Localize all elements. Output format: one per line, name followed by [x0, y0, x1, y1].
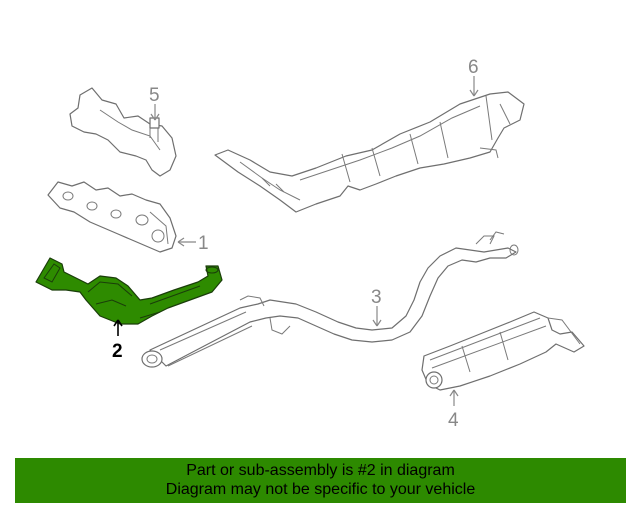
- svg-text:5: 5: [149, 85, 160, 106]
- part-5-heat-shield[interactable]: [69, 87, 177, 177]
- part-2-catalytic-converter[interactable]: [35, 257, 223, 325]
- svg-text:2: 2: [112, 341, 123, 362]
- banner-line-2: Diagram may not be specific to your vehi…: [165, 481, 476, 498]
- part-3-intermediate-pipe-resonator[interactable]: [141, 231, 519, 368]
- banner-line-1: Part or sub-assembly is #2 in diagram: [186, 462, 455, 479]
- svg-text:6: 6: [468, 57, 479, 78]
- callout-5: 5: [149, 85, 160, 121]
- info-banner: Part or sub-assembly is #2 in diagram Di…: [15, 458, 626, 503]
- part-1-exhaust-manifold[interactable]: [47, 181, 177, 253]
- callout-4: 4: [448, 389, 459, 431]
- callout-6: 6: [468, 57, 479, 97]
- svg-text:3: 3: [371, 287, 382, 308]
- part-4-muffler[interactable]: [421, 311, 585, 391]
- svg-text:4: 4: [448, 410, 459, 431]
- callout-2: 2: [112, 319, 123, 362]
- callout-1: 1: [177, 233, 209, 254]
- part-6-underbody-heat-shield[interactable]: [214, 91, 525, 213]
- svg-text:1: 1: [198, 233, 209, 254]
- callout-3: 3: [371, 287, 382, 327]
